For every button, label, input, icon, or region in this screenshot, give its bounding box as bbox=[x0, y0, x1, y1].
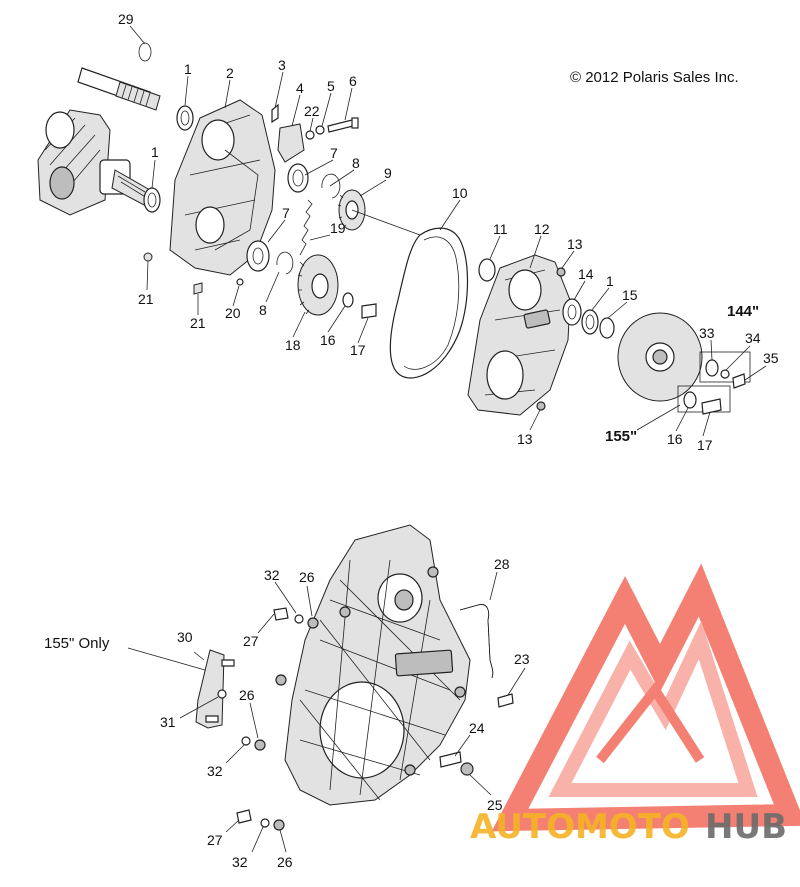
motor-assembly bbox=[37, 109, 151, 216]
callout-8-a: 8 bbox=[352, 155, 360, 171]
chain-10 bbox=[389, 227, 469, 379]
callout-27-b: 27 bbox=[207, 832, 223, 848]
callout-27-a: 27 bbox=[243, 633, 259, 649]
gear-18 bbox=[297, 254, 339, 316]
pin-3 bbox=[271, 103, 279, 124]
callout-2: 2 bbox=[226, 65, 234, 81]
hardware-lower bbox=[236, 607, 514, 831]
callout-19: 19 bbox=[330, 220, 346, 236]
bolt-13-top bbox=[556, 267, 566, 277]
callout-28: 28 bbox=[494, 556, 510, 572]
seal-11 bbox=[478, 258, 496, 282]
bearing-15 bbox=[599, 317, 615, 339]
spring-19 bbox=[299, 199, 313, 256]
washer-22 bbox=[305, 130, 315, 140]
watermark-logo bbox=[491, 563, 800, 832]
callout-5: 5 bbox=[327, 78, 335, 94]
callout-32-b: 32 bbox=[207, 763, 223, 779]
seal-1-right bbox=[581, 309, 599, 335]
note-144: 144" bbox=[727, 303, 759, 320]
tensioner-block-4 bbox=[277, 123, 305, 163]
callout-12: 12 bbox=[534, 221, 550, 237]
callout-4: 4 bbox=[296, 80, 304, 96]
callout-34: 34 bbox=[745, 330, 761, 346]
callout-30: 30 bbox=[177, 629, 193, 645]
callout-17-a: 17 bbox=[350, 342, 366, 358]
callout-7-a: 7 bbox=[330, 145, 338, 161]
pin-20 bbox=[236, 278, 244, 286]
note-155-only: 155" Only bbox=[44, 635, 110, 652]
callout-17-b: 17 bbox=[697, 437, 713, 453]
callout-11: 11 bbox=[493, 221, 508, 237]
note-155: 155" bbox=[605, 428, 637, 445]
bearing-7-lower bbox=[246, 240, 270, 272]
bolt-17-mid bbox=[361, 303, 377, 319]
callout-22: 22 bbox=[304, 103, 320, 119]
callout-32-c: 32 bbox=[232, 854, 248, 870]
callout-21-a: 21 bbox=[138, 291, 154, 307]
bracket-30 bbox=[195, 649, 235, 729]
brake-disc bbox=[617, 312, 703, 402]
snap-ring-8-top bbox=[321, 173, 341, 199]
bearing-7-top bbox=[287, 163, 309, 193]
callout-13-b: 13 bbox=[517, 431, 533, 447]
bolt-6 bbox=[327, 119, 354, 133]
callout-6: 6 bbox=[349, 73, 357, 89]
callout-24: 24 bbox=[469, 720, 485, 736]
plug-21-a bbox=[143, 252, 153, 262]
snap-ring-8-lower bbox=[276, 251, 294, 275]
washer-16-mid bbox=[342, 292, 354, 308]
callout-16-a: 16 bbox=[320, 332, 336, 348]
seal-1-left bbox=[143, 187, 161, 213]
watermark-text-dark: HUB bbox=[705, 807, 787, 847]
callout-26-b: 26 bbox=[239, 687, 255, 703]
bolt-13-bottom bbox=[536, 401, 546, 411]
callout-13-a: 13 bbox=[567, 236, 583, 252]
callout-25: 25 bbox=[487, 797, 503, 813]
leader-lines-lower bbox=[127, 571, 526, 853]
driveshaft bbox=[77, 67, 161, 111]
callout-31: 31 bbox=[160, 714, 176, 730]
seal-1-top bbox=[176, 105, 194, 131]
callout-29: 29 bbox=[118, 11, 134, 27]
callout-16-b: 16 bbox=[667, 431, 683, 447]
callout-1-c: 1 bbox=[606, 273, 614, 289]
callout-20: 20 bbox=[225, 305, 241, 321]
callout-15: 15 bbox=[622, 287, 638, 303]
callout-35: 35 bbox=[763, 350, 779, 366]
chaincase-inner-housing bbox=[169, 99, 276, 276]
callout-7-b: 7 bbox=[282, 205, 290, 221]
plug-21-b bbox=[193, 282, 203, 295]
callout-21-b: 21 bbox=[190, 315, 206, 331]
callout-18: 18 bbox=[285, 337, 301, 353]
callout-8-b: 8 bbox=[259, 302, 267, 318]
callout-26-c: 26 bbox=[277, 854, 293, 870]
callout-3: 3 bbox=[278, 57, 286, 73]
callout-14: 14 bbox=[578, 266, 594, 282]
rivet-31 bbox=[217, 689, 227, 699]
callout-1-b: 1 bbox=[151, 144, 159, 160]
chaincase-cover-12 bbox=[467, 254, 571, 416]
callout-26-a: 26 bbox=[299, 569, 315, 585]
leader-lines-upper bbox=[129, 25, 767, 437]
callout-1: 1 bbox=[184, 61, 192, 77]
bearing-14 bbox=[562, 298, 582, 326]
copyright-text: © 2012 Polaris Sales Inc. bbox=[570, 69, 739, 86]
washer-5 bbox=[315, 125, 325, 135]
chaincase-assembled bbox=[275, 524, 471, 806]
callout-23: 23 bbox=[514, 651, 530, 667]
box-144 bbox=[699, 351, 751, 383]
callout-33: 33 bbox=[699, 325, 715, 341]
watermark-text-accent: AUTOMOTO bbox=[470, 807, 690, 847]
callout-32-a: 32 bbox=[264, 567, 280, 583]
callout-10: 10 bbox=[452, 185, 468, 201]
o-ring-29 bbox=[138, 42, 152, 62]
callout-9: 9 bbox=[384, 165, 392, 181]
